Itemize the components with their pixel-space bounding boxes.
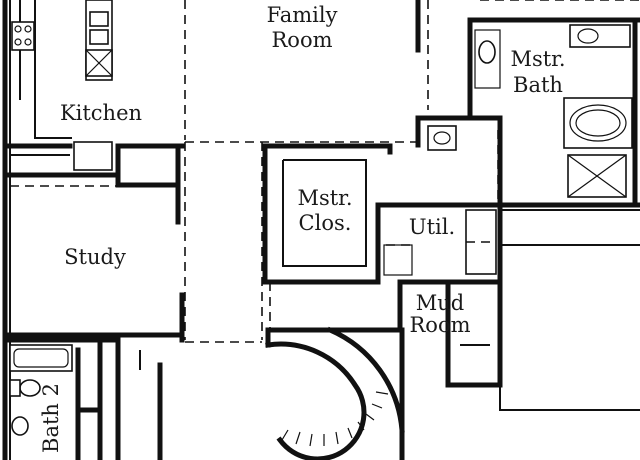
label-family-room-line2: Room bbox=[271, 28, 332, 52]
fixtures bbox=[9, 0, 633, 436]
label-util: Util. bbox=[409, 215, 455, 239]
bath2-toilet-icon bbox=[19, 379, 41, 397]
stair-outer-wall bbox=[326, 326, 405, 433]
closet-inner-shelf bbox=[282, 159, 367, 267]
vanity-sink-right-icon bbox=[577, 28, 599, 44]
vanity-left bbox=[474, 29, 501, 89]
curved-staircase bbox=[265, 326, 405, 460]
label-mstr-bath-line1: Mstr. bbox=[510, 47, 565, 71]
vanity-right bbox=[569, 24, 631, 48]
sink-icon bbox=[89, 11, 109, 27]
stair-treads bbox=[281, 391, 389, 447]
bathtub-icon bbox=[563, 97, 633, 149]
refrigerator-icon bbox=[73, 141, 113, 171]
toilet-icon bbox=[427, 125, 457, 151]
kitchen-counter-left bbox=[34, 0, 72, 139]
dashed-lines bbox=[10, 0, 640, 343]
label-study: Study bbox=[64, 245, 126, 269]
bath2-sink-icon bbox=[11, 416, 29, 436]
stair-outer-rail bbox=[265, 341, 367, 460]
label-mud-room-line2: Room bbox=[409, 313, 470, 337]
garage-step bbox=[499, 385, 640, 411]
label-bath-2: Bath 2 bbox=[39, 383, 63, 453]
label-mstr-clos-line2: Clos. bbox=[299, 211, 352, 235]
label-mud-room-line1: Mud bbox=[416, 291, 464, 315]
sink-icon-2 bbox=[89, 29, 109, 45]
wall-closet-outline bbox=[262, 143, 393, 285]
vanity-sink-icon bbox=[478, 40, 496, 64]
util-sink-icon bbox=[383, 244, 413, 276]
label-mstr-clos-line1: Mstr. bbox=[297, 186, 352, 210]
label-kitchen: Kitchen bbox=[60, 101, 142, 125]
label-family-room-line1: Family bbox=[267, 3, 338, 27]
cooktop-icon bbox=[11, 21, 35, 51]
label-mstr-bath-line2: Bath bbox=[513, 73, 563, 97]
room-labels: Family Room Kitchen Mstr. Bath Mstr. Clo… bbox=[39, 3, 566, 453]
